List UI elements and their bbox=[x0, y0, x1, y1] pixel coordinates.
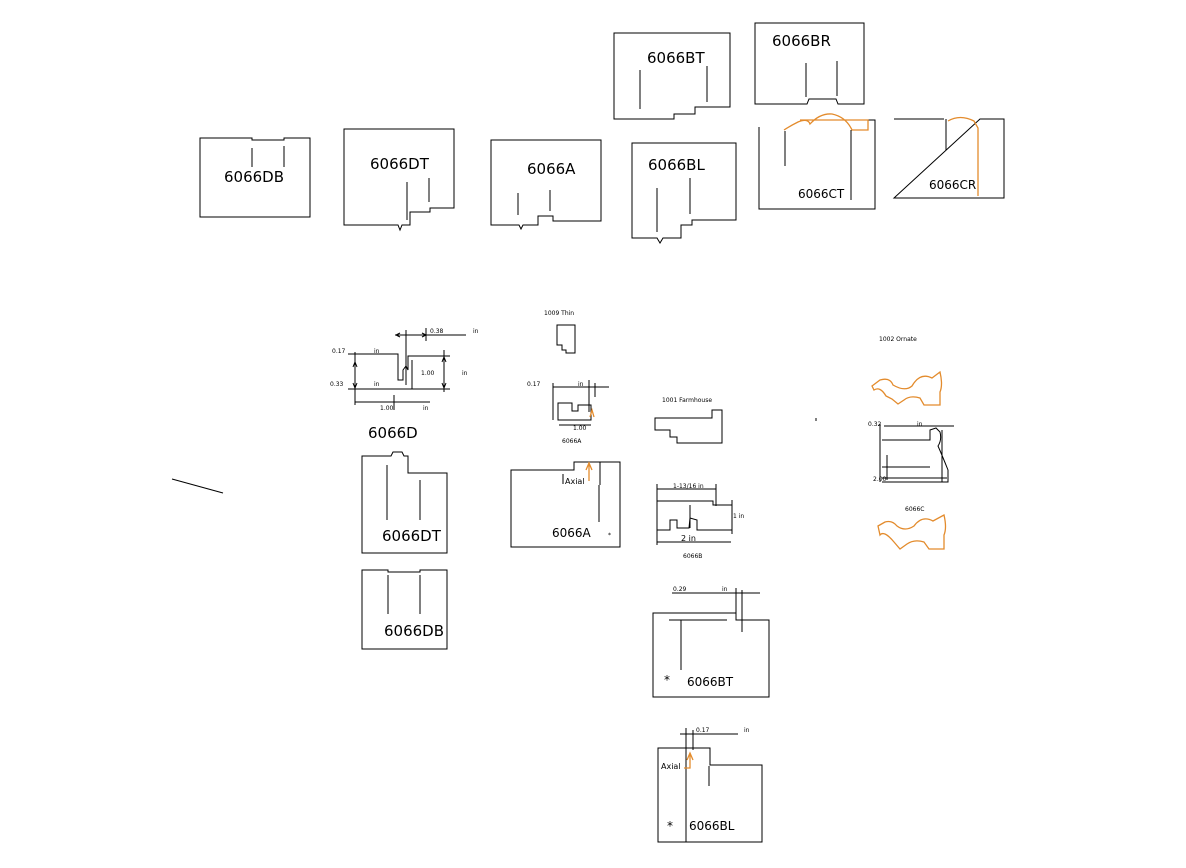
dim-6066d-a: 0.17 bbox=[332, 348, 346, 355]
label-6066bl-top: 6066BL bbox=[648, 156, 705, 174]
profile-1001-farmhouse[interactable]: 1001 Farmhouse bbox=[654, 397, 723, 444]
profile-6066ct-top[interactable]: 6066CT bbox=[758, 113, 876, 210]
dimension-drawing-6066a[interactable]: 0.17 in 1.00 6066A bbox=[527, 380, 609, 445]
label-6066dt-top: 6066DT bbox=[370, 155, 430, 173]
dim-6066b-top: 1-13/16 in bbox=[673, 483, 704, 490]
label-axial-6066a: Axial bbox=[565, 477, 585, 486]
dim-6066c-a: 0.32 bbox=[868, 421, 882, 428]
dimension-drawing-6066d[interactable]: 0.38 in 0.17 in 1.00 in 0.33 in 1.00 in … bbox=[330, 328, 479, 442]
unit-6066c-a: in bbox=[917, 421, 923, 428]
dim-6066d-top: 0.38 bbox=[430, 328, 444, 335]
profile-6066dt-top[interactable]: 6066DT bbox=[343, 128, 455, 232]
dim-6066b-width: 2 in bbox=[681, 534, 696, 543]
profile-6066dt-mid[interactable]: 6066DT bbox=[361, 451, 448, 554]
profile-6066bt-top[interactable]: 6066BT bbox=[613, 32, 731, 120]
unit-6066d-width: in bbox=[423, 405, 429, 412]
profile-6066db-mid[interactable]: 6066DB bbox=[361, 569, 448, 650]
unit-6066d-height: in bbox=[462, 370, 468, 377]
label-6066d: 6066D bbox=[368, 424, 418, 442]
label-6066cr-top: 6066CR bbox=[929, 178, 976, 192]
profile-6066c-ornate-lower[interactable] bbox=[877, 514, 947, 550]
star-6066bt: * bbox=[664, 673, 670, 687]
profile-6066a-top[interactable]: 6066A bbox=[490, 139, 602, 231]
profile-6066a-mid[interactable]: Axial 6066A * bbox=[510, 461, 621, 548]
profile-1002-ornate[interactable]: 1002 Ornate bbox=[871, 336, 943, 406]
label-6066a-top: 6066A bbox=[527, 160, 576, 178]
label-6066bl-mid: 6066BL bbox=[689, 819, 735, 833]
unit-6066d-a: in bbox=[374, 348, 380, 355]
dimension-drawing-6066b[interactable]: 1-13/16 in 2 in 1 in 6066B bbox=[656, 483, 744, 560]
label-6066b: 6066B bbox=[683, 553, 702, 560]
dimension-drawing-6066c[interactable]: 0.32 in 2.00 6066C bbox=[815, 418, 954, 513]
label-6066db-top: 6066DB bbox=[224, 168, 284, 186]
label-6066a-mid: 6066A bbox=[552, 526, 592, 540]
label-6066br-top: 6066BR bbox=[772, 32, 831, 50]
star-6066a: * bbox=[608, 532, 611, 539]
unit-6066bl-a: in bbox=[744, 727, 750, 734]
profile-6066br-top[interactable]: 6066BR bbox=[754, 22, 865, 105]
dim-6066b-height: 1 in bbox=[733, 513, 744, 520]
stray-line bbox=[171, 478, 224, 494]
dim-6066a-a: 0.17 bbox=[527, 381, 541, 388]
label-6066dt-mid: 6066DT bbox=[382, 527, 442, 545]
label-6066bt-top: 6066BT bbox=[647, 49, 705, 67]
unit-6066d-top: in bbox=[473, 328, 479, 335]
profile-6066cr-top[interactable]: 6066CR bbox=[892, 116, 1005, 199]
title-1001-farmhouse: 1001 Farmhouse bbox=[662, 397, 712, 404]
dim-6066c-c: 2.00 bbox=[873, 476, 887, 483]
label-6066c: 6066C bbox=[905, 506, 924, 513]
dim-6066a-bottom: 1.00 bbox=[573, 425, 587, 432]
unit-6066bt-a: in bbox=[722, 586, 728, 593]
profile-6066bl-top[interactable]: 6066BL bbox=[631, 142, 737, 244]
unit-6066d-b: in bbox=[374, 381, 380, 388]
dim-6066bt-a: 0.29 bbox=[673, 586, 687, 593]
star-6066bl: * bbox=[667, 819, 673, 833]
dim-6066d-height: 1.00 bbox=[421, 370, 435, 377]
profile-6066bl-mid[interactable]: 0.17 in Axial 6066BL * bbox=[657, 727, 763, 843]
label-6066db-mid: 6066DB bbox=[384, 622, 444, 640]
label-6066bt-mid: 6066BT bbox=[687, 675, 734, 689]
profile-1009-thin[interactable]: 1009 Thin bbox=[544, 310, 576, 354]
label-6066a-small: 6066A bbox=[562, 438, 582, 445]
label-axial-6066bl: Axial bbox=[661, 762, 681, 771]
dim-6066d-width: 1.00 bbox=[380, 405, 394, 412]
profile-6066bt-mid[interactable]: 0.29 in 6066BT * bbox=[652, 586, 770, 698]
unit-6066a-a: in bbox=[578, 381, 584, 388]
title-1002-ornate: 1002 Ornate bbox=[879, 336, 917, 343]
dim-6066d-b: 0.33 bbox=[330, 381, 344, 388]
title-1009-thin: 1009 Thin bbox=[544, 310, 574, 317]
dim-6066bl-a: 0.17 bbox=[696, 727, 710, 734]
label-6066ct-top: 6066CT bbox=[798, 187, 845, 201]
profile-6066db-top[interactable]: 6066DB bbox=[199, 137, 311, 218]
